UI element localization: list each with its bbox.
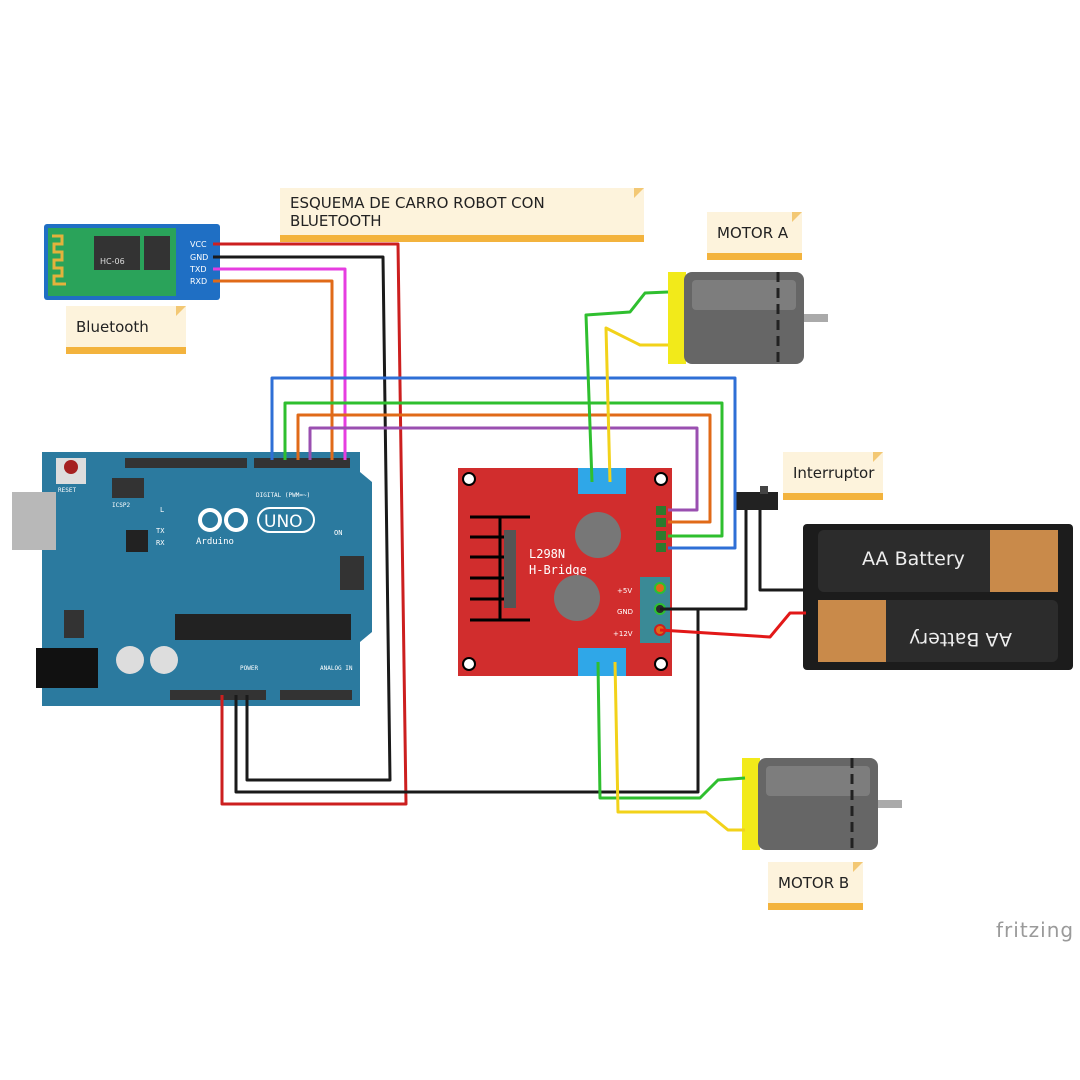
pin-5v: +5V: [617, 587, 632, 595]
bt-pin-rxd: RXD: [190, 277, 207, 286]
led-rx-label: RX: [156, 539, 165, 547]
led-tx-label: TX: [156, 527, 165, 535]
motor-a: [668, 272, 828, 364]
motor-b-note: MOTOR B: [768, 862, 863, 910]
digital-label: DIGITAL (PWM=~): [256, 492, 310, 499]
title-note: ESQUEMA DE CARRO ROBOT CON BLUETOOTH: [280, 188, 644, 242]
wire-blue: [270, 376, 737, 550]
arduino-label: Arduino: [196, 537, 234, 547]
bluetooth-label: Bluetooth: [76, 317, 149, 336]
wire-switch-battery: [758, 510, 805, 592]
bt-pin-gnd: GND: [190, 253, 208, 262]
wire-motor-b-yellow: [613, 661, 745, 832]
switch-note: Interruptor: [783, 452, 883, 500]
pin-12v: +12V: [613, 630, 633, 638]
fritzing-watermark: fritzing: [996, 918, 1075, 942]
wire-orange: [296, 413, 712, 524]
motor-a-note: MOTOR A: [707, 212, 802, 260]
wire-green: [283, 401, 724, 538]
wire-purple: [308, 426, 699, 512]
battery-top-label: AA Battery: [862, 548, 965, 570]
arduino-uno: RESET ICSP2 DIGITAL (PWM=~) L TX RX UNO …: [12, 452, 372, 706]
wire-motor-a-green: [584, 290, 669, 483]
battery-bottom-label: AA Battery: [909, 628, 1012, 650]
bluetooth-module: HC-06 VCC GND TXD RXD: [44, 224, 220, 300]
on-label: ON: [334, 529, 342, 537]
arduino-logo: [198, 508, 248, 532]
wire-txd-pink: [213, 267, 347, 460]
l298n-hbridge: L298N H-Bridge +5V GND +12V: [458, 468, 672, 676]
bluetooth-note: Bluetooth: [66, 306, 186, 354]
led-l-label: L: [160, 506, 164, 514]
switch-label: Interruptor: [793, 463, 875, 482]
motor-b: [742, 758, 902, 850]
icsp2-label: ICSP2: [112, 502, 130, 509]
motor-a-label: MOTOR A: [717, 223, 789, 242]
wire-12v-red: [659, 611, 806, 639]
wire-rxd-orange: [213, 279, 334, 460]
bt-pin-vcc: VCC: [190, 240, 207, 249]
wires: [213, 242, 806, 832]
wire-vcc-red: [213, 242, 408, 806]
wire-motor-a-yellow: [604, 326, 668, 483]
pin-gnd: GND: [617, 608, 633, 616]
switch: [736, 486, 778, 510]
chip-label: L298N: [529, 547, 565, 561]
uno-label: UNO: [264, 512, 303, 532]
battery-pack: AA Battery AA Battery: [803, 524, 1073, 670]
analog-label: ANALOG IN: [320, 665, 353, 672]
wire-gnd-switch: [660, 510, 748, 611]
bt-pin-txd: TXD: [189, 265, 207, 274]
wire-motor-b-green: [596, 661, 746, 800]
bt-model: HC-06: [100, 257, 125, 266]
power-label: POWER: [240, 665, 258, 672]
title: ESQUEMA DE CARRO ROBOT CON BLUETOOTH: [290, 193, 545, 230]
wire-gnd-black: [213, 255, 392, 782]
reset-label: RESET: [58, 487, 76, 494]
motor-b-label: MOTOR B: [778, 873, 850, 892]
hbridge-label: H-Bridge: [529, 563, 587, 577]
